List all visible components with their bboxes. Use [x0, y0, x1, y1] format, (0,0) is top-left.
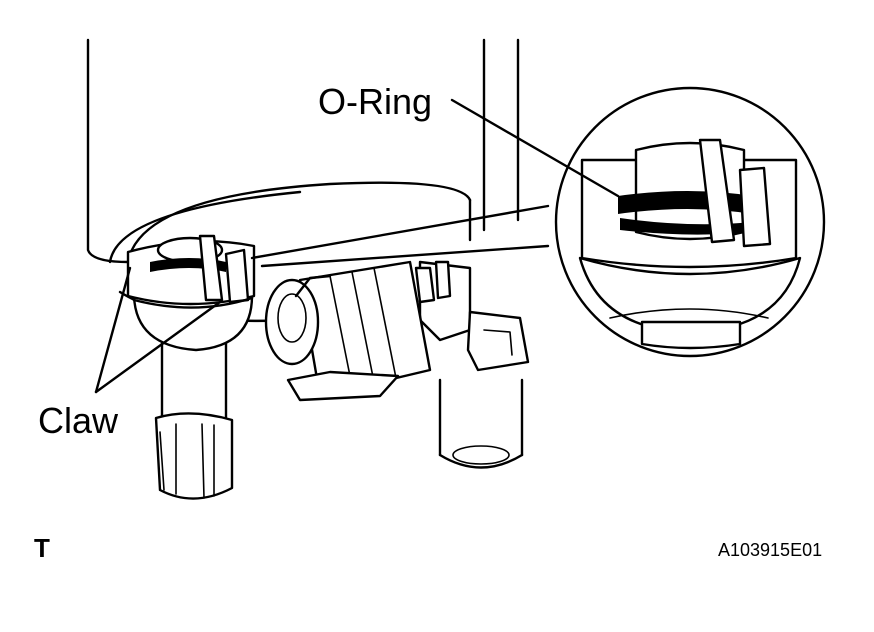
quick-connector: [126, 234, 256, 500]
detail-magnifier: [250, 86, 826, 358]
view-mark-label: T: [34, 533, 50, 563]
figure-code-label: A103915E01: [718, 540, 823, 560]
o-ring-leader: [450, 98, 620, 198]
vertical-pipe: [438, 378, 524, 469]
o-ring-label: O-Ring: [318, 81, 433, 122]
leader-lines: [94, 98, 620, 394]
claw-leader-2: [94, 300, 222, 394]
side-fitting: [264, 260, 530, 402]
claw-label: Claw: [38, 400, 119, 441]
claw-leader-1: [94, 266, 132, 394]
